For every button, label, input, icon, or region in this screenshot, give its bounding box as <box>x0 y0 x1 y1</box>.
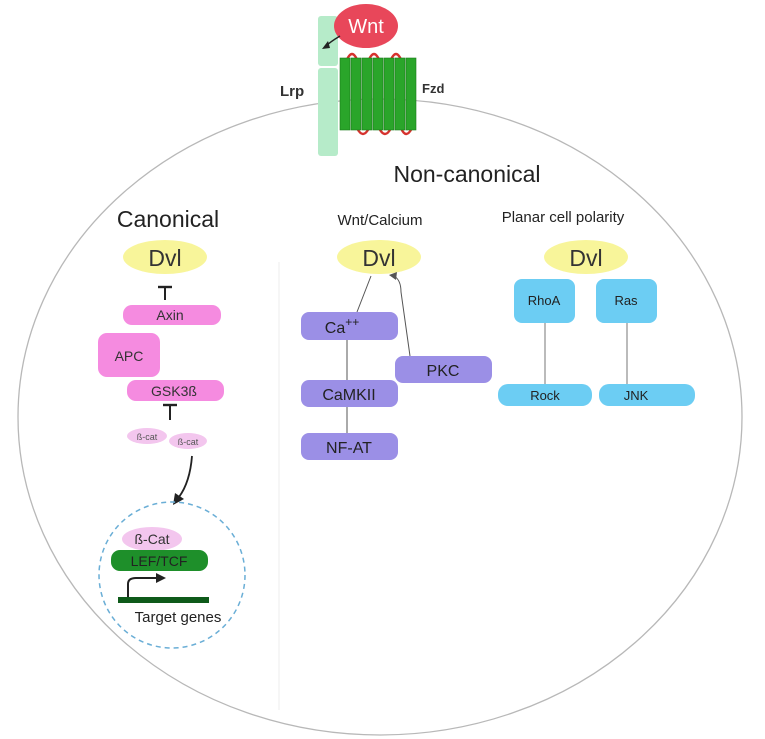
wnt-label: Wnt <box>348 16 384 38</box>
lrp-coreceptor <box>318 16 338 156</box>
pcp-dvl <box>544 240 628 274</box>
rhoa-box <box>514 279 575 323</box>
canonical-dvl <box>123 240 207 274</box>
calcium-dvl-label: Dvl <box>362 245 395 271</box>
wnt-ligand <box>334 4 398 48</box>
jnk-box <box>599 384 695 406</box>
ca-base: Ca <box>325 320 346 337</box>
fzd-helix-5 <box>383 57 395 131</box>
apc-box <box>98 333 160 377</box>
bcat-small-2-label: ß-cat <box>178 437 199 447</box>
bcat-translocation-arrow <box>178 455 193 498</box>
ras-box <box>596 279 657 323</box>
lef-tcf-box <box>111 550 208 571</box>
camkii-box <box>301 380 398 407</box>
jnk-label: JNK <box>624 388 649 403</box>
fzd-helix-7 <box>405 57 417 131</box>
ca-superscript: ++ <box>345 315 359 329</box>
nfat-box <box>301 433 398 460</box>
rock-box <box>498 384 592 406</box>
gsk3b-box <box>127 380 224 401</box>
rock-label: Rock <box>530 388 560 403</box>
cell-membrane <box>17 98 743 736</box>
axin-label: Axin <box>156 307 183 323</box>
canonical-dvl-label: Dvl <box>148 245 181 271</box>
ca-label: Ca++ <box>325 315 359 337</box>
wnt-binding-arrowhead <box>322 41 330 49</box>
pkc-box <box>395 356 492 383</box>
rhoa-label: RhoA <box>528 293 561 308</box>
nucleus <box>98 501 246 649</box>
pcp-dvl-label: Dvl <box>569 245 602 271</box>
transcription-arrow <box>127 577 158 597</box>
apc-label: APC <box>115 348 144 364</box>
canonical-heading: Canonical <box>117 206 219 232</box>
non-canonical-heading: Non-canonical <box>393 161 540 187</box>
camkii-label: CaMKII <box>322 387 375 404</box>
fzd-helix-4 <box>372 57 384 131</box>
bcat-small-1-label: ß-cat <box>137 432 158 442</box>
nfat-label: NF-AT <box>326 440 372 457</box>
target-genes-label: Target genes <box>135 609 222 626</box>
bcat-nucleus-label: ß-Cat <box>135 531 170 547</box>
bcat-small-1 <box>127 428 167 444</box>
fzd-receptor <box>339 52 417 136</box>
fzd-label: Fzd <box>422 81 444 96</box>
transcription-arrowhead <box>156 573 166 583</box>
gsk3b-label: GSK3ß <box>151 383 197 399</box>
bcat-small-2 <box>169 433 207 449</box>
pkc-label: PKC <box>427 363 460 380</box>
fzd-helix-1 <box>339 57 351 131</box>
bcat-nucleus <box>122 527 182 551</box>
dvl-to-pkc-arrowhead <box>389 272 397 280</box>
calcium-dvl <box>337 240 421 274</box>
lrp-segment-bottom <box>318 68 338 156</box>
fzd-helix-3 <box>361 57 373 131</box>
pcp-heading: Planar cell polarity <box>502 209 625 226</box>
wnt-calcium-heading: Wnt/Calcium <box>337 212 422 229</box>
ca-box <box>301 312 398 340</box>
target-gene-bar <box>118 597 209 603</box>
bcat-translocation-arrowhead <box>173 493 184 505</box>
axin-box <box>123 305 221 325</box>
fzd-helix-6 <box>394 57 406 131</box>
dvl-to-ca-connector <box>356 275 372 313</box>
fzd-helix-2 <box>350 57 362 131</box>
lrp-label: Lrp <box>280 83 304 100</box>
lef-tcf-label: LEF/TCF <box>131 553 188 569</box>
ras-label: Ras <box>614 293 638 308</box>
